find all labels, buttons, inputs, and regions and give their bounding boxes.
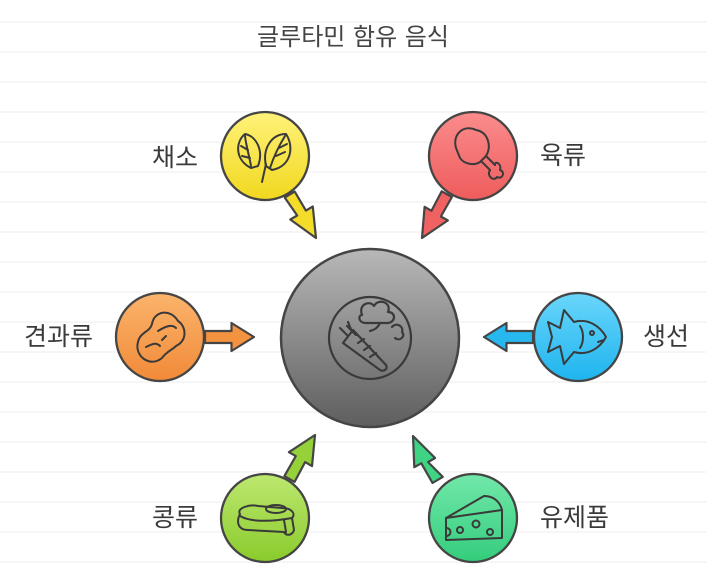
arrow-fish: [482, 321, 535, 353]
diagram-title: 글루타민 함유 음식: [257, 23, 449, 51]
node-veg: [219, 110, 311, 202]
tofu-icon: [237, 504, 295, 536]
label-fish: 생선: [643, 322, 690, 351]
chicken-drumstick-icon: [454, 127, 504, 180]
label-veg: 채소: [152, 143, 199, 172]
fish-icon: [547, 309, 607, 365]
label-beans: 콩류: [152, 503, 199, 532]
node-beans: [219, 472, 311, 564]
label-nuts: 견과류: [24, 322, 94, 351]
peanut-icon: [136, 311, 186, 363]
carrot-broccoli-icon: [327, 295, 413, 381]
arrow-veg: [283, 190, 318, 240]
arrow-dairy: [411, 434, 444, 484]
node-dairy: [427, 472, 519, 564]
spinach-leaf-icon: [237, 133, 292, 183]
label-dairy: 유제품: [540, 503, 610, 532]
cheese-icon: [445, 495, 503, 541]
node-meat: [427, 110, 519, 202]
node-nuts: [114, 291, 206, 383]
node-fish: [532, 291, 624, 383]
label-meat: 육류: [540, 141, 587, 170]
arrow-nuts: [203, 321, 256, 353]
arrow-meat: [420, 190, 453, 240]
arrow-beans: [283, 433, 317, 483]
center-node: [279, 247, 461, 429]
